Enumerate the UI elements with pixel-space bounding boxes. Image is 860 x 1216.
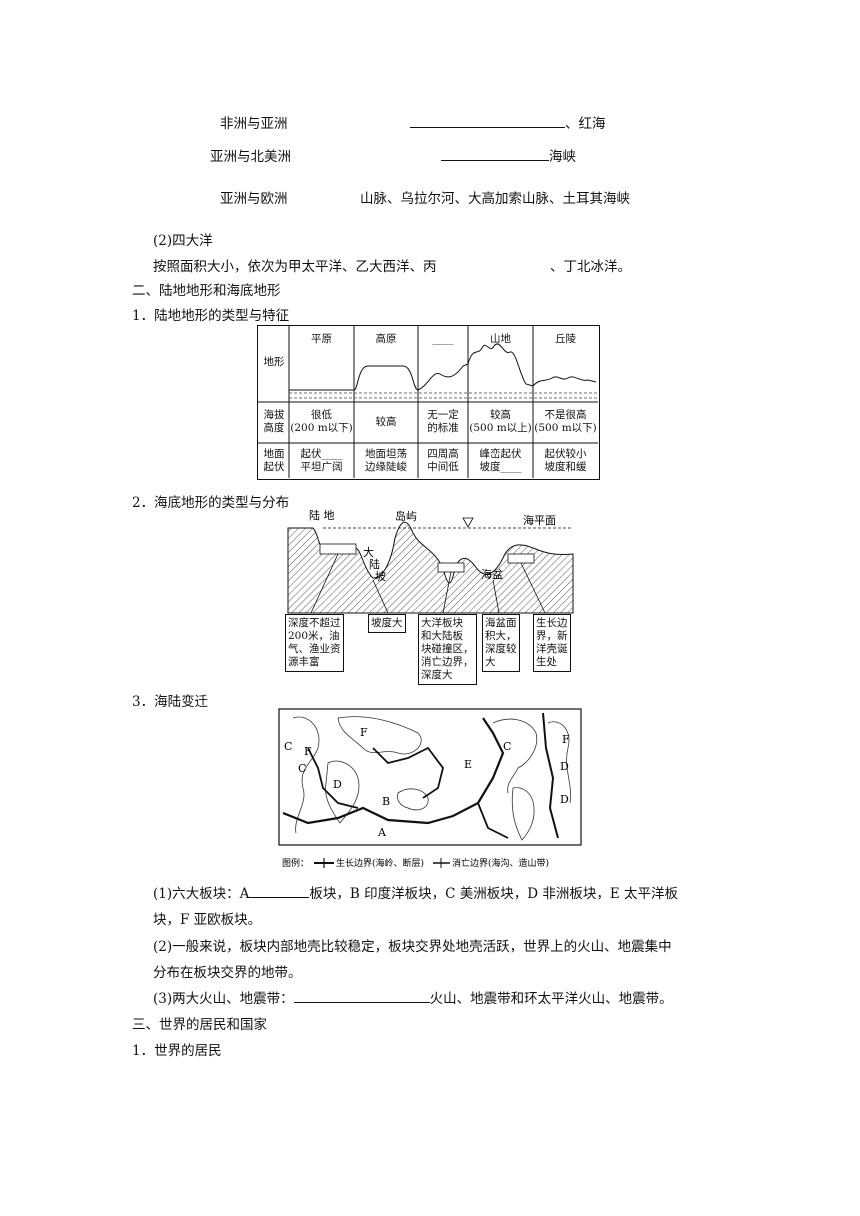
seafloor-diagram: 陆 地 岛屿 海平面 海盆 大陆坡 [287,508,574,614]
plates-p3-b: 火山、地震带和环太平洋火山、地震带。 [429,991,673,1007]
seafloor-box-slope: 坡度大 [368,614,406,633]
plate-label-b: B [382,795,390,808]
label-slope: 大陆坡 [363,545,386,583]
plates-p3: (3)两大火山、地震带： 火山、地震带和环太平洋火山、地震带。 [153,987,673,1007]
height-mountain: 较高 (500 m以上) [469,409,532,434]
plate-label-c: C [503,740,511,753]
label-sea-level: 海平面 [523,513,556,527]
strait-suffix: 、红海 [565,116,606,132]
plate-label-e: E [464,758,472,771]
ridge-blank[interactable] [507,553,535,564]
seafloor-box-shelf: 深度不超过 200米，油 气、渔业资 源丰富 [285,614,344,672]
relief-basin: 四周高 中间低 [427,448,459,473]
seafloor-box-basin: 海盆面 积大， 深度较 大 [482,614,520,672]
plates-p2-a: (2)一般来说，板块内部地壳比较稳定，板块交界处地壳活跃，世界上的火山、地震集中 [153,939,672,955]
strait-row-africa-asia: 非洲与亚洲 [220,112,288,132]
section2-sub2: 2．海底地形的类型与分布 [132,495,290,511]
plates-p1-c: 块，F 亚欧板块。 [153,912,262,928]
strait-left-label: 亚洲与北美洲 [210,149,291,165]
plates-p1-a: (1)六大板块：A [153,886,250,902]
col-name-basin-blank: ____ [432,333,454,345]
plate-label-f-left: F [304,745,312,758]
section3-heading: 三、世界的居民和国家 [132,1017,267,1033]
height-hill: 不是很高 (500 m以下) [534,409,597,434]
plate-label-d-right: D [560,760,569,773]
label-island: 岛屿 [395,509,417,523]
col-name-plateau: 高原 [375,333,397,345]
plate-tectonics-map: A B C D E F C D F C F D 图例： 生长边界(海岭、断层) … [278,708,582,869]
seafloor-box-ridge: 生长边 界，新 洋壳诞 生处 [533,614,571,672]
relief-plateau: 地面坦荡 边缘陡峻 [365,448,407,473]
strait-answer-asia-na: 海峡 [441,145,576,165]
strait-row-asia-na: 亚洲与北美洲 [210,145,291,165]
strait-text: 山脉、乌拉尔河、大高加索山脉、土耳其海峡 [360,191,630,207]
oceans-line-b: 、丁北冰洋。 [550,259,631,275]
landform-table: 地形 海拔 高度 地面 起伏 平原 高原 ____ 山地 丘陵 很低 (200 … [257,325,600,480]
section2-sub1: 1．陆地地形的类型与特征 [132,308,290,324]
answer-blank[interactable] [441,146,549,161]
plate-label-c-left: C [284,740,292,753]
plates-p2-b: 分布在板块交界的地带。 [153,965,302,981]
oceans-line-a: 按照面积大小，依次为甲太平洋、乙大西洋、丙 [153,259,437,275]
section3-sub1: 1．世界的居民 [132,1043,222,1059]
plate-label-d-right-2: D [560,793,569,806]
plate-label-f: F [360,726,368,739]
row-label-elevation: 海拔 高度 [263,409,285,434]
answer-blank[interactable] [293,988,430,1003]
height-plateau: 较高 [375,416,397,428]
strait-answer-asia-europe: 山脉、乌拉尔河、大高加索山脉、土耳其海峡 [360,187,630,207]
plate-label-f-right: F [562,733,570,746]
plates-p1-line1: (1)六大板块：A 板块，B 印度洋板块，C 美洲板块，D 非洲板块，E 太平洋板 [153,882,678,902]
plates-p1-b: 板块，B 印度洋板块，C 美洲板块，D 非洲板块，E 太平洋板 [309,886,678,902]
label-land: 陆 地 [309,508,335,522]
section2-sub3: 3．海陆变迁 [132,694,209,710]
legend-growth: 生长边界(海岭、断层) [336,857,424,869]
col-name-plain: 平原 [311,333,332,345]
plates-p3-a: (3)两大火山、地震带： [153,991,294,1007]
plate-label-a: A [377,826,387,839]
continental-shelf-blank[interactable] [319,543,357,555]
strait-row-asia-europe: 亚洲与欧洲 [220,187,288,207]
legend-subduction: 消亡边界(海沟、造山带) [452,857,549,869]
row-label-terrain: 地形 [263,356,285,368]
strait-answer-africa-asia: 、红海 [410,112,606,132]
relief-plain: 起伏____ 平坦广阔 [300,448,343,473]
plate-label-d: D [333,778,342,791]
strait-left-label: 亚洲与欧洲 [220,191,288,207]
height-basin: 无一定 的标准 [427,409,459,434]
strait-left-label: 非洲与亚洲 [220,116,288,132]
height-plain: 很低 (200 m以下) [290,409,353,434]
trench-blank[interactable] [437,562,465,573]
strait-suffix: 海峡 [549,149,576,165]
relief-mountain: 峰峦起伏 坡度____ [479,448,522,473]
col-name-hill: 丘陵 [555,333,576,345]
seafloor-box-trench: 大洋板块 和大陆板 块碰撞区， 消亡边界， 深度大 [418,614,477,685]
row-label-relief: 地面 起伏 [263,448,285,473]
label-basin: 海盆 [481,567,503,581]
oceans-heading: (2)四大洋 [153,233,213,249]
landform-table-grid [258,326,598,478]
section2-heading: 二、陆地地形和海底地形 [132,283,281,299]
plate-label-c-left-2: C [298,762,306,775]
legend-prefix: 图例： [282,857,309,869]
relief-hill: 起伏较小 坡度和缓 [544,448,587,473]
sea-level-marker-icon [462,517,474,528]
col-name-mountain: 山地 [490,333,511,345]
answer-blank[interactable] [249,883,310,898]
answer-blank[interactable] [410,113,565,128]
